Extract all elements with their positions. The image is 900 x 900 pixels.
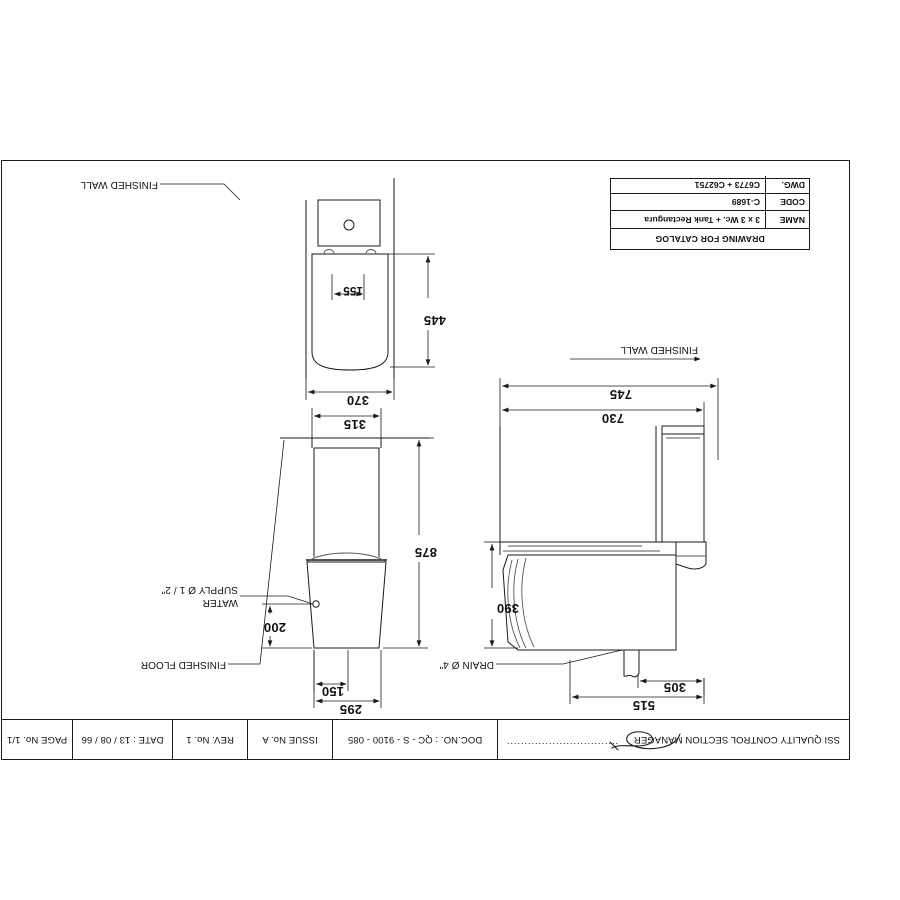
header-table: SSI QUALITY CONTROL SECTION MANAGER ....… xyxy=(1,719,850,760)
dimension-730 xyxy=(499,402,705,426)
dimension-label-305: 305 xyxy=(663,680,686,695)
dimension-label-390: 390 xyxy=(496,601,519,616)
water-supply-label-line2: SUPPLY Ø 1 / 2" xyxy=(161,584,238,595)
dimension-label-730: 730 xyxy=(601,411,624,426)
dimension-label-370: 370 xyxy=(346,393,369,408)
dimension-label-315: 315 xyxy=(343,417,366,432)
dimension-label-875: 875 xyxy=(414,545,437,560)
dimension-150 xyxy=(313,650,349,691)
dimension-label-295: 295 xyxy=(339,702,362,717)
signature-cell: SSI QUALITY CONTROL SECTION MANAGER ....… xyxy=(497,720,850,760)
dimension-label-515: 515 xyxy=(632,698,655,713)
finished-wall-front-label: FINISHED WALL xyxy=(80,179,158,190)
dimension-label-155: 155 xyxy=(343,284,363,296)
dimension-155 xyxy=(331,274,365,300)
dimension-label-445: 445 xyxy=(423,313,446,328)
dimension-label-745: 745 xyxy=(609,387,632,402)
dimension-745 xyxy=(499,378,719,460)
drain-label: DRAIN Ø 4" xyxy=(439,659,494,670)
finished-floor-label: FINISHED FLOOR xyxy=(140,659,226,670)
dimension-370 xyxy=(305,372,395,400)
water-supply-leader xyxy=(240,595,314,605)
dimension-875 xyxy=(381,437,434,649)
tank-front-view-outline xyxy=(305,178,395,378)
wc-side-view-outline xyxy=(499,425,707,678)
dimension-295 xyxy=(313,650,382,708)
finished-wall-front-leader xyxy=(160,183,241,201)
dimension-445 xyxy=(388,253,435,368)
dimension-label-200: 200 xyxy=(263,620,286,635)
dimension-305 xyxy=(637,674,705,695)
water-supply-label-line1: WATER xyxy=(202,597,239,608)
dimension-label-150: 150 xyxy=(321,684,344,699)
finished-wall-plan-label: FINISHED WALL xyxy=(620,344,698,355)
dimension-390 xyxy=(484,541,518,649)
dimension-315 xyxy=(311,408,382,438)
dimension-200 xyxy=(262,603,312,649)
wc-elevation-view-outline xyxy=(280,437,430,649)
finished-floor-leader xyxy=(228,439,285,665)
drain-leader-line xyxy=(496,649,623,665)
handwritten-signature-icon xyxy=(609,731,681,751)
